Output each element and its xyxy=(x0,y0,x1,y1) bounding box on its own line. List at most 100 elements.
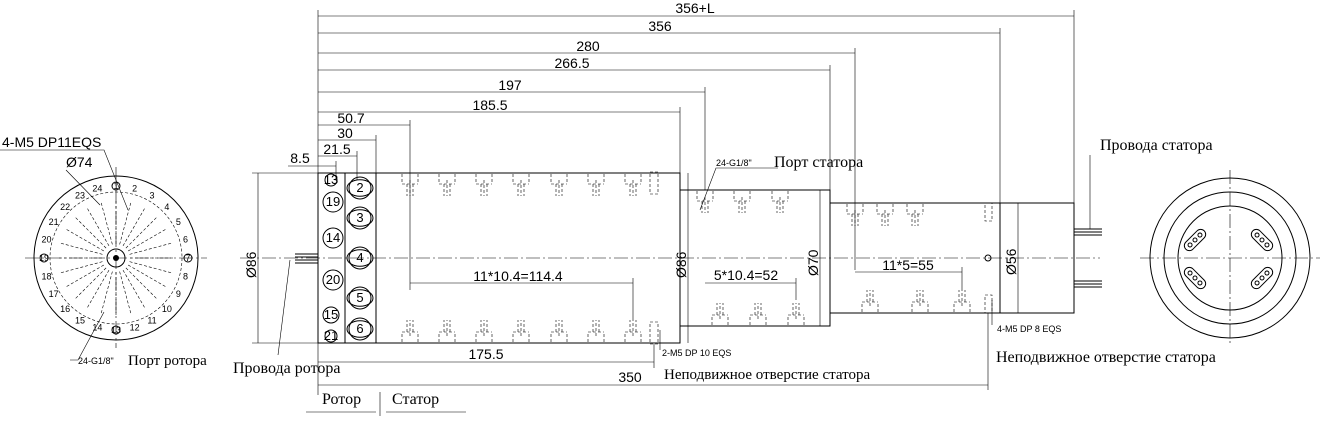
kidney-slot xyxy=(1250,266,1274,290)
dim-185-5: 185.5 xyxy=(472,97,507,113)
dim-dia86-left: Ø86 xyxy=(243,251,259,278)
rotor-port-number: 14 xyxy=(326,230,340,245)
dim-175-5: 175.5 xyxy=(468,346,503,362)
fixed-hole-1-label: Неподвижное отверстие статора xyxy=(664,367,870,383)
rotor-label: Ротор xyxy=(322,391,361,408)
dim-pitch-2: 5*10.4=52 xyxy=(714,267,778,283)
port-hole xyxy=(906,204,924,226)
dim-dia56: Ø56 xyxy=(1003,248,1019,275)
port-hole xyxy=(438,174,456,196)
radial-line xyxy=(125,267,158,300)
port-hole xyxy=(438,320,456,342)
dim-dia70: Ø70 xyxy=(805,249,821,276)
kidney-slot xyxy=(1250,228,1274,252)
stator-end-section xyxy=(999,202,1075,314)
radial-line xyxy=(119,201,132,245)
radial-line xyxy=(74,216,107,249)
port-hole xyxy=(475,174,493,196)
rotor-port-number: 19 xyxy=(326,194,340,209)
right-view-slots xyxy=(1183,228,1274,290)
radial-line xyxy=(129,261,173,274)
end-port-label: Порт ротора xyxy=(128,353,207,369)
rotor-port-number: 6 xyxy=(356,321,363,336)
end-view-number: 4 xyxy=(164,202,169,212)
stator-port-spec: 24-G1/8" xyxy=(716,158,752,168)
dimension-lines: 356+L 356 280 266.5 197 185.5 50.7 30 21… xyxy=(243,0,1075,395)
leader-rotor-port xyxy=(70,311,105,361)
mount-hole-right xyxy=(183,253,193,263)
end-view-number: 19 xyxy=(39,253,49,263)
leader-rotor-wires xyxy=(277,259,291,356)
dim-pitch-1: 11*10.4=114.4 xyxy=(473,268,563,284)
kidney-slot xyxy=(1183,228,1207,252)
end-view-number: 7 xyxy=(185,253,190,263)
rotor-port-number: 3 xyxy=(356,210,363,225)
radial-line xyxy=(59,242,103,255)
end-view-number: 21 xyxy=(49,217,59,227)
leader-stator-port xyxy=(699,167,778,211)
end-view-number: 2 xyxy=(132,183,137,193)
port-hole xyxy=(696,191,714,213)
dim-356L: 356+L xyxy=(675,0,715,16)
end-port-spec: 24-G1/8" xyxy=(78,356,114,366)
rotor-port: 6 xyxy=(346,317,374,341)
port-hole xyxy=(876,204,894,226)
dim-pitch-3: 11*5=55 xyxy=(882,257,934,273)
end-view-number: 13 xyxy=(111,325,121,335)
fixed-hole-top-2 xyxy=(984,202,993,222)
rotor-port: 5 xyxy=(346,286,374,310)
port-hole xyxy=(624,320,642,342)
stator-port-label: Порт статора xyxy=(774,154,863,171)
end-view-number: 1 xyxy=(113,181,118,191)
radial-line xyxy=(100,201,113,245)
port-hole xyxy=(771,191,789,213)
annotations: 24-G1/8" Порт статора Провода статора Пр… xyxy=(233,137,1216,416)
fixed-hole-1-spec: 2-M5 DP 10 EQS xyxy=(662,348,731,358)
port-hole xyxy=(512,174,530,196)
end-view-number: 12 xyxy=(130,323,140,333)
fixed-hole-bottom-2 xyxy=(984,294,993,314)
port-hole xyxy=(401,320,419,342)
fixed-hole-bottom-1 xyxy=(649,321,659,345)
stator-label: Статор xyxy=(392,391,439,408)
end-view-number: 23 xyxy=(75,191,85,201)
fixed-hole-top-1 xyxy=(649,171,659,195)
radial-line xyxy=(86,207,110,247)
rotor-port: 19 xyxy=(322,191,344,213)
radial-line xyxy=(59,261,103,274)
port-hole xyxy=(587,320,605,342)
rotor-port-number: 20 xyxy=(326,272,340,287)
port-hole xyxy=(749,303,767,325)
rotor-port-number: 2 xyxy=(356,180,363,195)
radial-line xyxy=(74,267,107,300)
radial-line xyxy=(100,271,113,315)
radial-line xyxy=(122,207,146,247)
dim-21-5: 21.5 xyxy=(323,141,350,157)
end-view-number: 5 xyxy=(176,217,181,227)
rotor-port-number: 21 xyxy=(324,328,338,343)
port-hole xyxy=(475,320,493,342)
radial-line xyxy=(127,228,167,252)
dim-350: 350 xyxy=(618,369,642,385)
port-hole xyxy=(861,290,879,312)
end-view-number: 10 xyxy=(162,304,172,314)
dim-280: 280 xyxy=(576,38,600,54)
radial-line xyxy=(125,216,158,249)
end-view-number: 9 xyxy=(176,289,181,299)
rotor-port: 20 xyxy=(322,269,344,291)
port-hole xyxy=(733,191,751,213)
leader-hole-spec xyxy=(0,149,129,211)
end-view-number: 15 xyxy=(75,315,85,325)
end-view-number: 22 xyxy=(60,202,70,212)
dim-266-5: 266.5 xyxy=(554,55,589,71)
rotor-port-number: 4 xyxy=(356,250,363,265)
end-view-number: 14 xyxy=(92,323,102,333)
rotor-port-number: 13 xyxy=(324,172,338,187)
rotor-port: 14 xyxy=(322,227,344,249)
radial-line xyxy=(65,264,105,288)
rotor-port: 21 xyxy=(324,328,338,343)
end-view-number: 3 xyxy=(149,191,154,201)
